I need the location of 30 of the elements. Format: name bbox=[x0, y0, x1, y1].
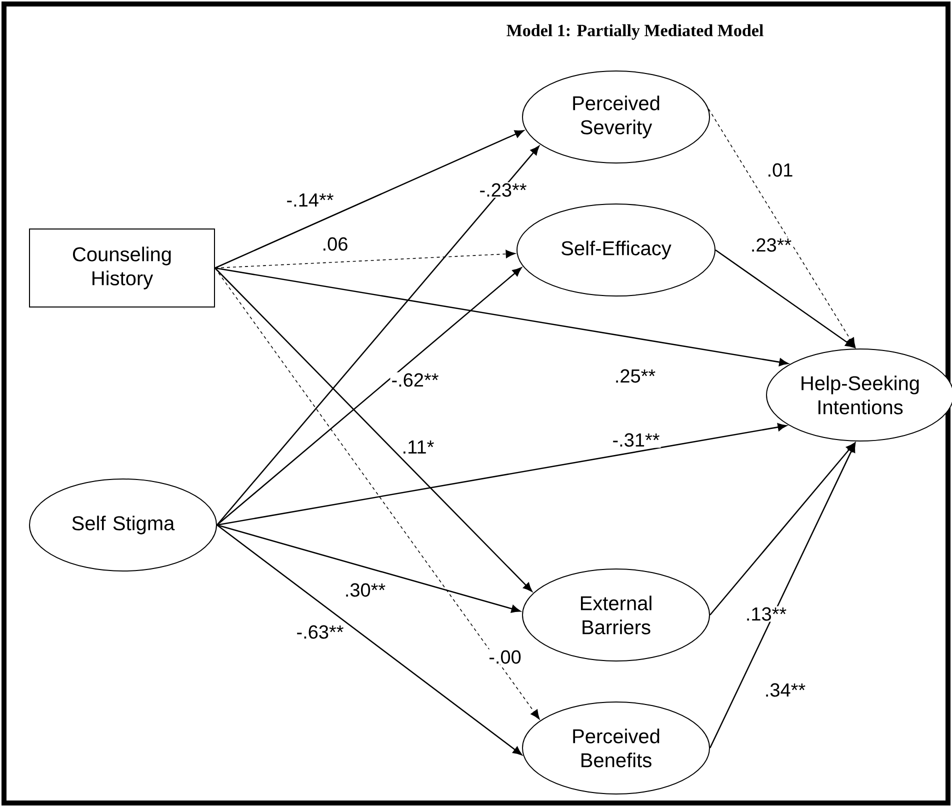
arrow bbox=[214, 267, 788, 366]
edge-label: -.31** bbox=[611, 432, 661, 448]
arrow bbox=[214, 130, 524, 269]
edge-label: .23** bbox=[749, 237, 793, 253]
edge-label: .01 bbox=[766, 162, 794, 178]
arrow bbox=[216, 267, 522, 526]
edge-label: -.00 bbox=[488, 649, 522, 665]
edge-label: .11* bbox=[400, 439, 436, 455]
edge-label: -.62** bbox=[390, 372, 440, 388]
edge-label: .30** bbox=[343, 582, 387, 598]
arrow bbox=[214, 268, 532, 592]
edge-label: -.63** bbox=[295, 624, 345, 640]
arrow bbox=[216, 423, 787, 526]
arrow bbox=[214, 250, 516, 268]
variable-box: Counseling History bbox=[29, 228, 215, 308]
arrow bbox=[709, 443, 856, 748]
edge-label: -.23** bbox=[478, 182, 528, 198]
node-label: Help-Seeking Intentions bbox=[802, 376, 919, 414]
edge-label: .25** bbox=[613, 368, 657, 384]
arrow bbox=[710, 442, 855, 616]
arrow bbox=[216, 146, 540, 526]
arrow bbox=[715, 249, 855, 348]
edge-label: .34** bbox=[763, 682, 807, 698]
edge-label: .13** bbox=[744, 606, 788, 622]
edge-label: -.14** bbox=[285, 192, 335, 208]
arrow bbox=[216, 524, 522, 756]
arrow bbox=[214, 268, 540, 720]
edge-label: .06 bbox=[320, 236, 350, 252]
title: Model 1: Partially Mediated Model bbox=[506, 24, 764, 40]
arrow bbox=[216, 524, 521, 613]
